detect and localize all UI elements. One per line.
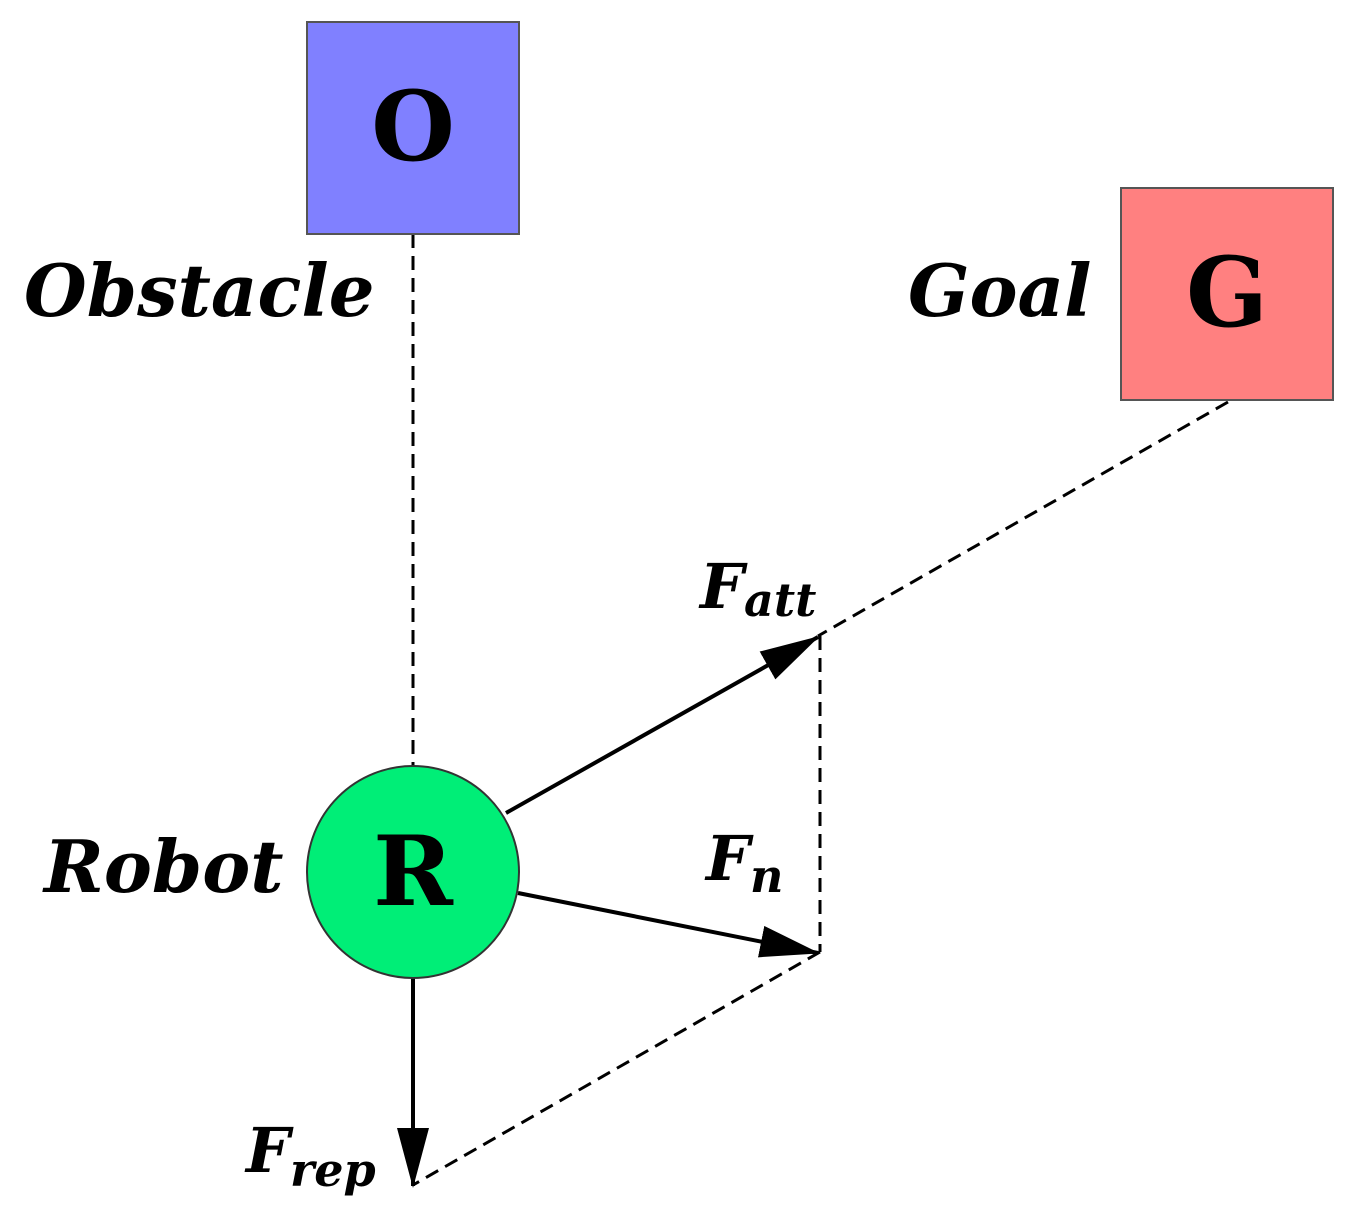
net-force-arrow — [517, 891, 820, 958]
obstacle-node: O — [306, 21, 520, 235]
net-force-subscript: n — [750, 849, 783, 903]
goal-letter: G — [1186, 236, 1268, 349]
repulsive-force-label: Frep — [244, 1114, 376, 1197]
attractive-force-subscript: att — [744, 573, 816, 627]
robot-caption: Robot — [42, 824, 283, 909]
robot-letter: R — [373, 815, 454, 928]
goal-node: G — [1120, 187, 1334, 401]
goal-direction-line — [817, 400, 1229, 638]
attractive-force-symbol: F — [698, 550, 748, 623]
obstacle-caption: Obstacle — [24, 248, 375, 333]
obstacle-box — [306, 21, 520, 235]
net-force-symbol: F — [704, 822, 754, 895]
attractive-force-label: Fatt — [698, 550, 816, 627]
goal-box — [1120, 187, 1334, 401]
repulsive-force-subscript: rep — [290, 1143, 376, 1197]
net-force-label: Fn — [704, 822, 783, 903]
attractive-force-arrow — [505, 635, 820, 815]
robot-node: R — [306, 765, 520, 979]
goal-caption: Goal — [908, 248, 1092, 333]
repulsive-force-symbol: F — [244, 1114, 294, 1187]
robot-circle — [306, 765, 520, 979]
parallelogram-bottom-edge — [412, 950, 821, 1187]
obstacle-letter: O — [371, 70, 455, 183]
